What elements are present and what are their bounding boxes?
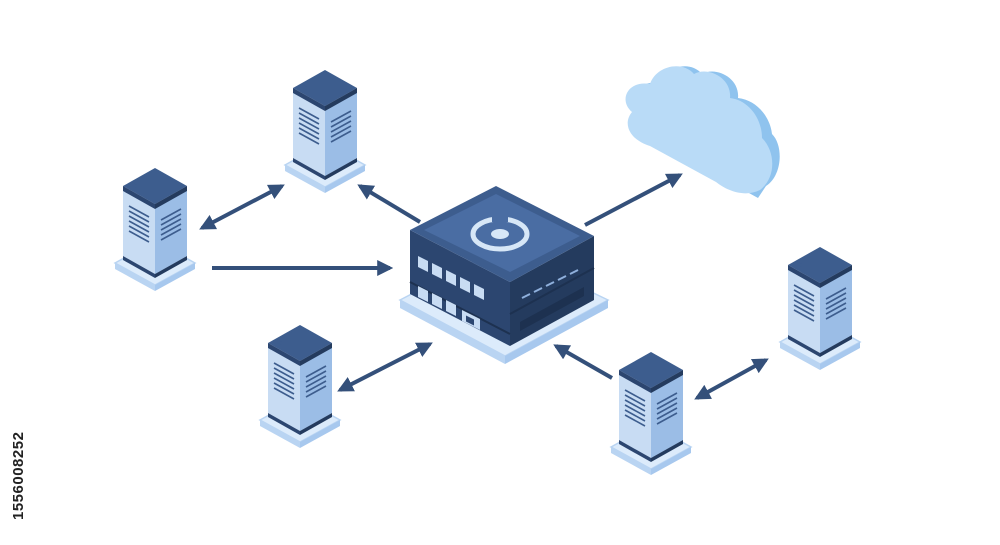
arrow-hub-to-cloud xyxy=(584,173,683,227)
central-server-hub-icon xyxy=(398,186,610,364)
arrow-server-bottom-left-to-hub xyxy=(337,342,433,392)
connections xyxy=(199,173,769,400)
server-bottom-right-icon xyxy=(610,351,692,476)
arrow-server-bottom-right-to-hub xyxy=(553,344,613,380)
arrow-server-bottom-right-to-server-right xyxy=(694,358,769,400)
arrow-hub-to-server-top xyxy=(357,184,422,224)
cloud-icon xyxy=(625,66,780,198)
server-top-icon xyxy=(284,69,366,194)
server-left-icon xyxy=(114,167,196,292)
arrow-server-left-to-server-top xyxy=(199,184,285,230)
server-bottom-left-icon xyxy=(259,324,341,449)
stock-id-label: 1556008252 xyxy=(10,431,27,520)
server-right-icon xyxy=(779,246,861,371)
